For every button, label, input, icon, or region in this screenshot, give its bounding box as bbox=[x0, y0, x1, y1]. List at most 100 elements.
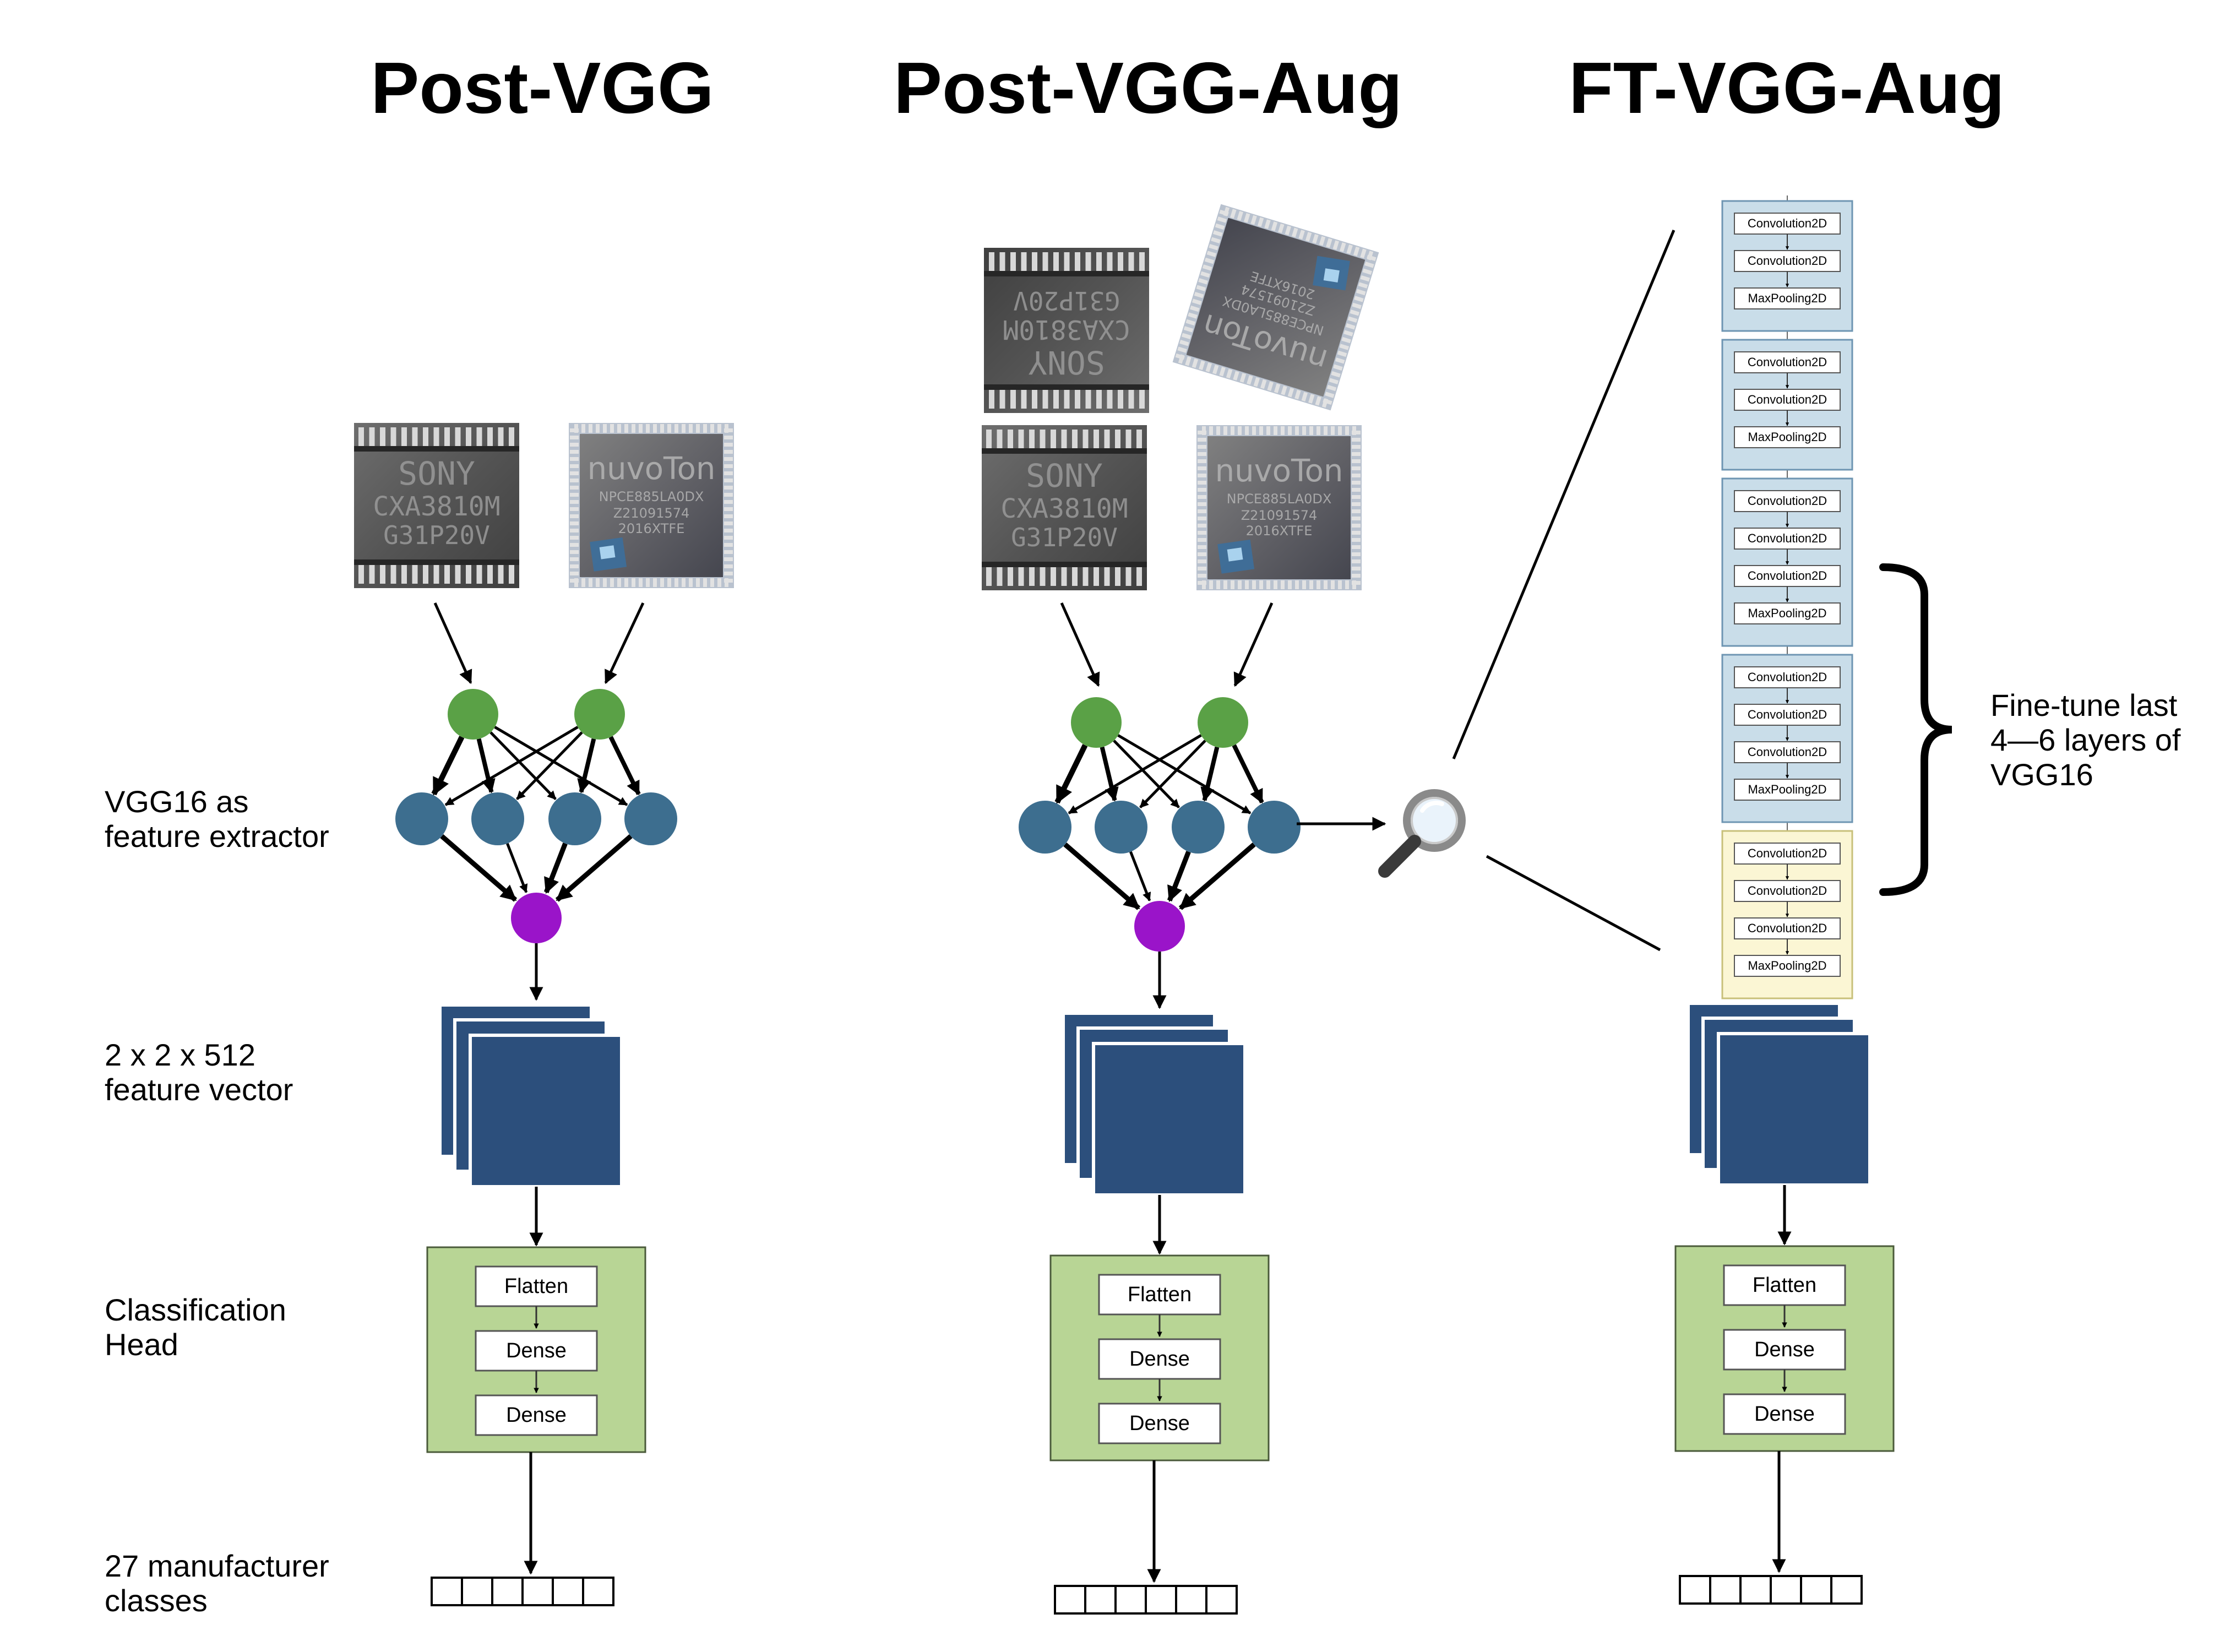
chip-pin bbox=[724, 557, 733, 561]
output-class-cell bbox=[1830, 1575, 1863, 1605]
chip-pin bbox=[1104, 430, 1110, 448]
chip-pin bbox=[1352, 509, 1361, 513]
chip-pin bbox=[1216, 580, 1220, 589]
vgg-layer-label: Convolution2D bbox=[1748, 846, 1827, 860]
chip-marking: 2016XTFE bbox=[1246, 523, 1313, 539]
chip-pin bbox=[1352, 552, 1361, 556]
hidden-node bbox=[1248, 801, 1301, 854]
vgg-layer-label: MaxPooling2D bbox=[1748, 606, 1826, 620]
chip-marking: G31P20V bbox=[383, 520, 490, 550]
chip-sticker-mark bbox=[1227, 547, 1243, 562]
chip-pin bbox=[1239, 373, 1247, 383]
finetune-note-line: 4—6 layers of bbox=[1990, 722, 2181, 757]
chip-pin bbox=[1008, 567, 1013, 586]
chip-pin bbox=[724, 521, 733, 525]
chip-pin bbox=[1032, 390, 1037, 409]
chip-pin bbox=[466, 565, 471, 584]
chip-pin bbox=[1128, 252, 1134, 271]
chip-pin bbox=[570, 536, 579, 540]
network-edge bbox=[1068, 734, 1202, 814]
chip-pin bbox=[1008, 430, 1013, 448]
chip-pin bbox=[1352, 474, 1361, 477]
chip-marking: SONY bbox=[1028, 344, 1105, 381]
vgg-layer-box bbox=[1734, 666, 1841, 688]
chip-pin bbox=[1285, 225, 1291, 236]
chip-pin bbox=[1346, 244, 1353, 254]
column-title-post-vgg: Post-VGG bbox=[371, 47, 714, 128]
chip-pin bbox=[703, 578, 707, 587]
input-node bbox=[574, 689, 625, 740]
chip-pin bbox=[1064, 252, 1070, 271]
chip-pin bbox=[646, 578, 650, 587]
chip-pin bbox=[1115, 430, 1120, 448]
chip-pin bbox=[1051, 430, 1056, 448]
chip-pin bbox=[674, 424, 678, 433]
chip-pin bbox=[1352, 481, 1361, 485]
column-title-ft-vgg-aug: FT-VGG-Aug bbox=[1569, 47, 2005, 128]
chip-pin bbox=[724, 500, 733, 504]
output-class-cell bbox=[1175, 1585, 1207, 1615]
chip-pin bbox=[1353, 246, 1360, 257]
chip-pin bbox=[1085, 252, 1091, 271]
chip-pin bbox=[1305, 232, 1312, 242]
chip-pin bbox=[1209, 580, 1213, 589]
chip-pin bbox=[1281, 426, 1285, 435]
chip-pin bbox=[660, 578, 664, 587]
chip-pin bbox=[997, 430, 1003, 448]
chip-pin bbox=[1072, 430, 1078, 448]
chip-pin bbox=[603, 424, 607, 433]
row-label-line: Head bbox=[105, 1327, 178, 1362]
chip-pin bbox=[455, 427, 461, 446]
vgg-layer-box bbox=[1734, 426, 1841, 448]
chip-marking: NPCE885LA0DX bbox=[1227, 491, 1332, 507]
chip-sticker-mark bbox=[599, 545, 616, 559]
chip-pin bbox=[1200, 271, 1210, 278]
chip-pin bbox=[1198, 481, 1206, 485]
chip-pin bbox=[724, 572, 733, 575]
chip-pin bbox=[1295, 426, 1299, 435]
input-arrow bbox=[604, 602, 645, 684]
chip-pin bbox=[1352, 302, 1362, 309]
chip-pin bbox=[570, 529, 579, 532]
head-layer-box bbox=[1723, 1264, 1846, 1306]
chip-pin bbox=[1118, 252, 1123, 271]
chip-pin bbox=[1136, 567, 1142, 586]
chip-pin bbox=[1230, 209, 1237, 219]
head-layer-label: Flatten bbox=[1128, 1283, 1192, 1306]
chip-marking: CXA3810M bbox=[373, 491, 500, 522]
zoom-line-upper bbox=[1452, 230, 1675, 759]
chip-pin bbox=[1192, 298, 1202, 305]
chip-pin bbox=[1204, 257, 1215, 264]
network-edge bbox=[1139, 740, 1206, 808]
chip-pin bbox=[1032, 252, 1037, 271]
input-arrow bbox=[433, 602, 472, 684]
chip-pin bbox=[724, 543, 733, 547]
chip-pin bbox=[1259, 426, 1263, 435]
chip-pin bbox=[1139, 390, 1145, 409]
chip-pin bbox=[1267, 381, 1274, 392]
network-edge bbox=[1200, 746, 1220, 802]
network-edge bbox=[1113, 740, 1180, 808]
head-layer-label: Dense bbox=[1129, 1347, 1190, 1371]
chip-pin bbox=[1075, 390, 1080, 409]
chip-pin bbox=[1185, 319, 1195, 326]
finetune-brace bbox=[1879, 563, 1952, 896]
chip-pin bbox=[1209, 244, 1218, 251]
chip-pin bbox=[1364, 262, 1374, 268]
chip-pin bbox=[1339, 344, 1350, 350]
chip-pin bbox=[570, 450, 579, 454]
chip-pin bbox=[1260, 379, 1267, 389]
chip-pin bbox=[1302, 426, 1306, 435]
chip-pin bbox=[1198, 531, 1206, 535]
chip-pin bbox=[1198, 574, 1206, 578]
output-class-cell bbox=[521, 1577, 554, 1606]
chip-pin bbox=[1358, 282, 1368, 289]
chip-pin bbox=[717, 578, 721, 587]
chip-pin bbox=[1198, 552, 1206, 556]
chip-pin bbox=[570, 500, 579, 504]
chip-pin bbox=[1309, 426, 1313, 435]
chip-pin bbox=[581, 424, 585, 433]
chip-pin bbox=[1324, 426, 1328, 435]
chip-pin bbox=[1198, 524, 1206, 528]
